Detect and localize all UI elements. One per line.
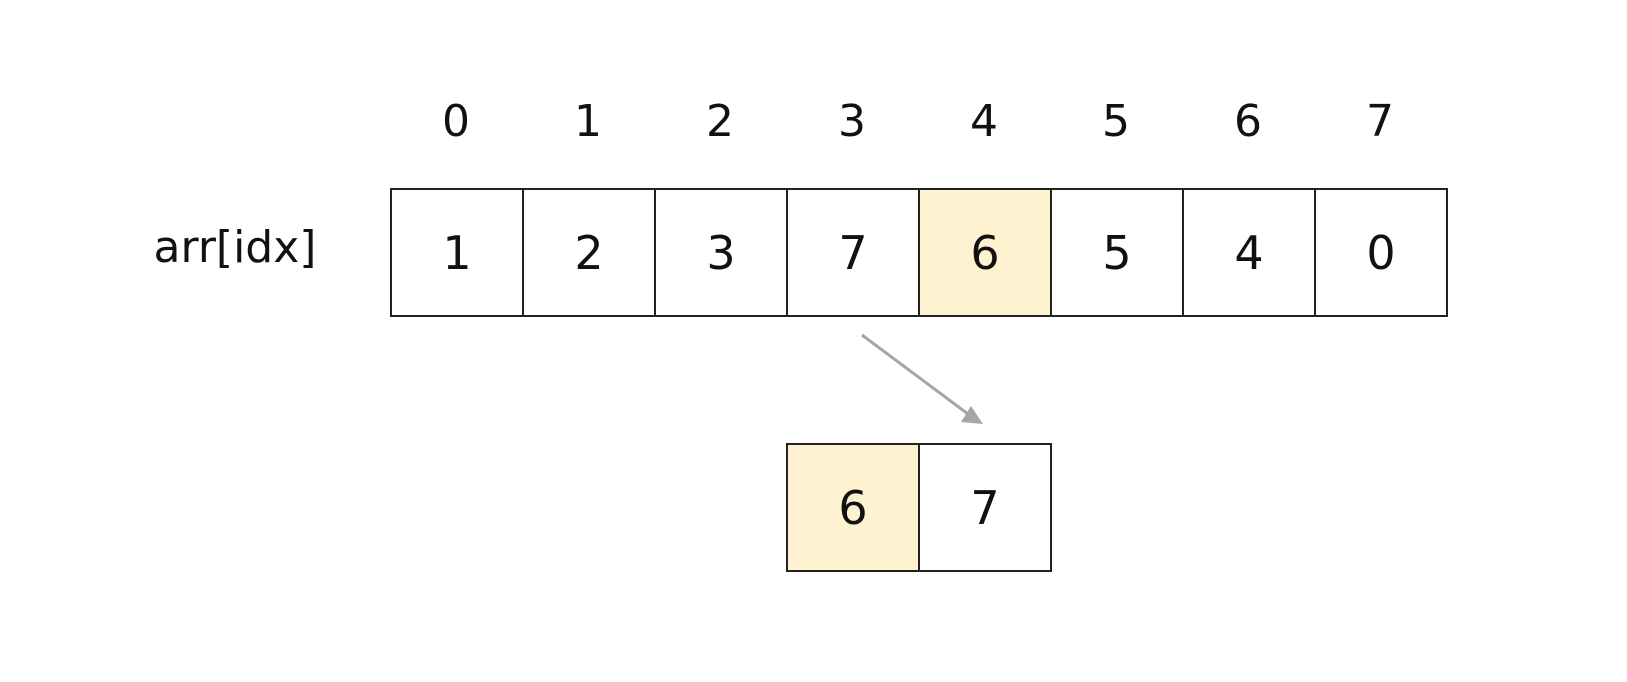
main-array: 1 2 3 7 6 5 4 0 [390,188,1448,317]
arrowhead-icon [961,406,983,424]
array-cell: 7 [788,188,920,317]
array-cell: 1 [392,188,524,317]
sub-array-cell-highlighted: 6 [788,443,920,572]
index-label: 3 [838,96,866,147]
array-cell-highlighted: 6 [920,188,1052,317]
array-cell: 5 [1052,188,1184,317]
sub-array-cell: 7 [920,443,1052,572]
index-label: 4 [970,96,998,147]
index-label: 7 [1366,96,1394,147]
index-label: 6 [1234,96,1262,147]
array-cell: 3 [656,188,788,317]
array-cell: 0 [1316,188,1448,317]
index-label: 2 [706,96,734,147]
array-cell: 4 [1184,188,1316,317]
index-label: 0 [442,96,470,147]
arrow-shaft [861,333,969,416]
index-label: 1 [574,96,602,147]
index-label: 5 [1102,96,1130,147]
array-row-label: arr[idx] [153,222,317,273]
array-cell: 2 [524,188,656,317]
sub-array: 6 7 [786,443,1052,572]
